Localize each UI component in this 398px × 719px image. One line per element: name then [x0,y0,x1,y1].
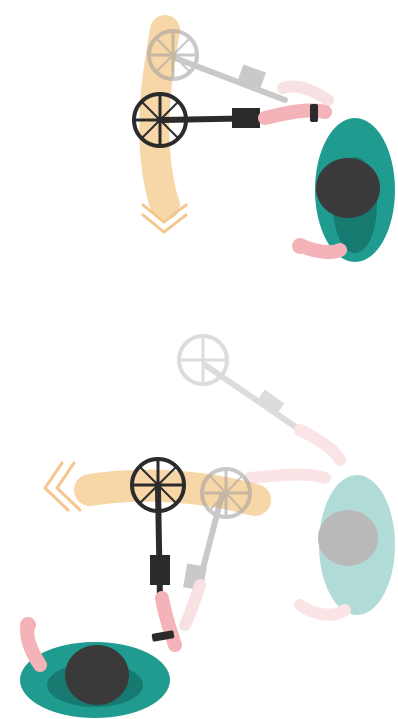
detector-control-box [232,108,260,128]
person-head [316,158,380,218]
person-bottom [20,591,182,718]
person-top [258,103,395,262]
ghost-person [177,334,395,621]
active-metal-detector [132,92,273,148]
active-metal-detector-bottom [130,457,186,603]
ghost-metal-detector-bottom [179,467,252,631]
chevron-down-icon [141,203,188,234]
chevron-left-icon [43,461,82,512]
person-head-bottom [65,645,129,705]
detector-control-box-bottom [150,555,170,585]
ghost-metal-detector [147,29,334,106]
sweep-vertical-panel [132,15,395,262]
sweep-horizontal-panel [20,334,395,718]
sweep-path-vertical [139,15,180,220]
